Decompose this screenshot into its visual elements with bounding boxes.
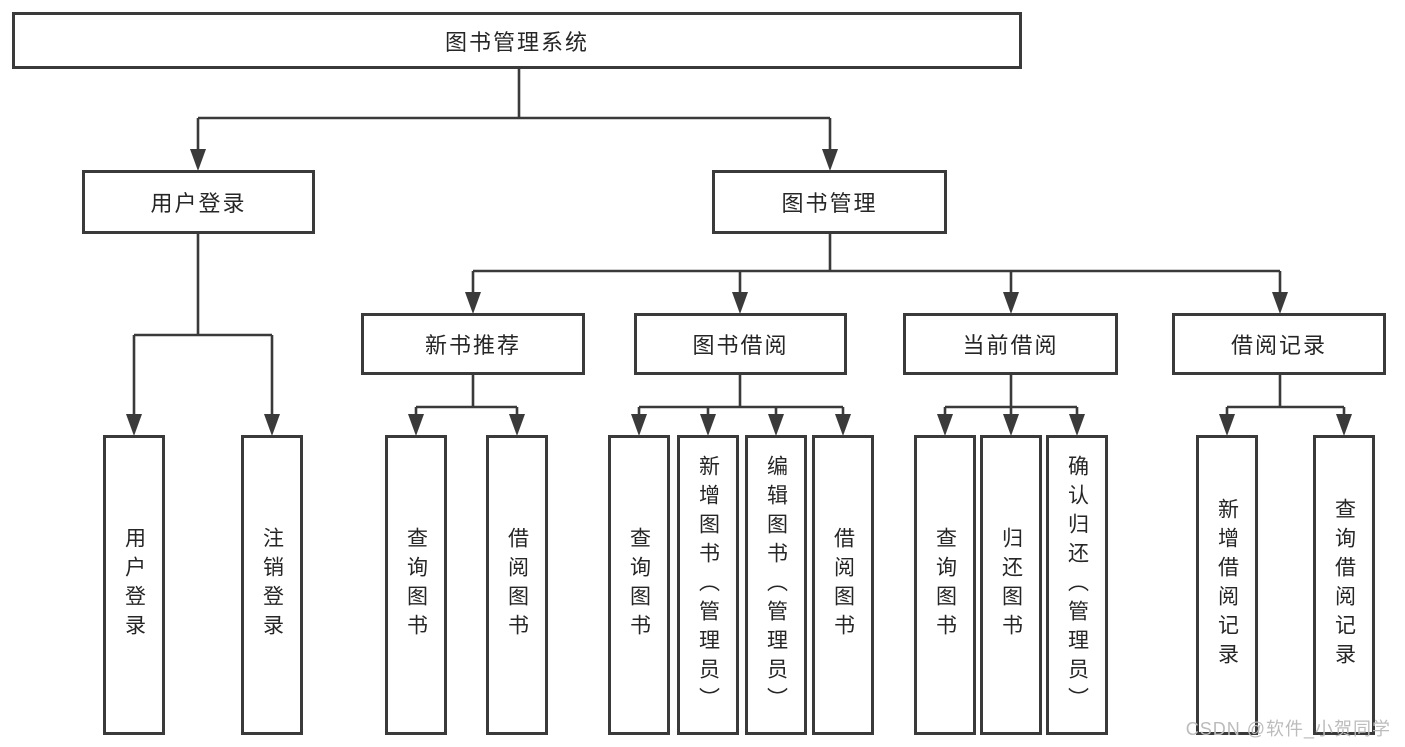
- node-new-book-recommend: 新书推荐: [361, 313, 585, 375]
- node-bb-edit-book-admin: 编辑图书（管理员）: [745, 435, 807, 735]
- node-user-login-label: 用户登录: [150, 191, 247, 216]
- node-cb-query-books-label: 查询图书: [933, 527, 957, 643]
- connector-user-login-branch: [132, 234, 274, 414]
- node-new-book-recommend-label: 新书推荐: [424, 333, 521, 358]
- arrowhead-down: [835, 414, 851, 436]
- arrowhead-down: [1003, 292, 1019, 314]
- node-br-add-record: 新增借阅记录: [1196, 435, 1258, 735]
- arrowhead-down: [264, 414, 280, 436]
- node-book-management-label: 图书管理: [781, 191, 878, 216]
- connector-root-branch: [196, 68, 832, 150]
- arrowhead-down: [509, 414, 525, 436]
- node-user-login: 用户登录: [82, 170, 315, 234]
- node-cb-confirm-return-admin: 确认归还（管理员）: [1046, 435, 1108, 735]
- arrowhead-down: [937, 414, 953, 436]
- node-bb-query-books-label: 查询图书: [627, 527, 651, 643]
- node-cb-confirm-return-admin-label: 确认归还（管理员）: [1065, 454, 1089, 716]
- connector-borrow-records-branch: [1225, 375, 1346, 414]
- arrowhead-down: [768, 414, 784, 436]
- arrowhead-down: [700, 414, 716, 436]
- node-borrow-records-label: 借阅记录: [1230, 333, 1327, 358]
- node-bb-edit-book-admin-label: 编辑图书（管理员）: [764, 454, 788, 716]
- node-user-login-leaf-label: 用户登录: [122, 527, 146, 643]
- connector-book-borrow-branch: [637, 375, 845, 414]
- node-root: 图书管理系统: [12, 12, 1022, 69]
- node-cb-return-book-label: 归还图书: [999, 527, 1023, 643]
- arrowhead-down: [631, 414, 647, 436]
- node-br-query-record: 查询借阅记录: [1313, 435, 1375, 735]
- node-br-query-record-label: 查询借阅记录: [1332, 498, 1356, 672]
- node-book-borrow: 图书借阅: [634, 313, 847, 375]
- node-cb-return-book: 归还图书: [980, 435, 1042, 735]
- arrowhead-down: [465, 292, 481, 314]
- node-root-label: 图书管理系统: [444, 29, 589, 55]
- node-bb-borrow-books: 借阅图书: [812, 435, 874, 735]
- node-current-borrow: 当前借阅: [903, 313, 1118, 375]
- node-nbr-query-books-label: 查询图书: [404, 527, 428, 643]
- node-book-management: 图书管理: [712, 170, 947, 234]
- node-cb-query-books: 查询图书: [914, 435, 976, 735]
- connector-new-book-recommend-branch: [414, 375, 519, 414]
- node-bb-add-book-admin: 新增图书（管理员）: [677, 435, 739, 735]
- arrowhead-down: [1336, 414, 1352, 436]
- arrowhead-down: [732, 292, 748, 314]
- node-logout-leaf-label: 注销登录: [260, 527, 284, 643]
- node-nbr-borrow-books-label: 借阅图书: [505, 527, 529, 643]
- arrowhead-down: [1272, 292, 1288, 314]
- arrowhead-down: [190, 149, 206, 171]
- node-br-add-record-label: 新增借阅记录: [1215, 498, 1239, 672]
- arrowhead-down: [1069, 414, 1085, 436]
- node-borrow-records: 借阅记录: [1172, 313, 1386, 375]
- node-current-borrow-label: 当前借阅: [962, 333, 1059, 358]
- arrowhead-down: [822, 149, 838, 171]
- arrowhead-down: [1003, 414, 1019, 436]
- node-user-login-leaf: 用户登录: [103, 435, 165, 735]
- node-book-borrow-label: 图书借阅: [692, 333, 789, 358]
- connector-current-borrow-branch: [943, 375, 1079, 414]
- node-bb-query-books: 查询图书: [608, 435, 670, 735]
- node-nbr-borrow-books: 借阅图书: [486, 435, 548, 735]
- arrowhead-down: [1219, 414, 1235, 436]
- node-logout-leaf: 注销登录: [241, 435, 303, 735]
- node-bb-borrow-books-label: 借阅图书: [831, 527, 855, 643]
- node-nbr-query-books: 查询图书: [385, 435, 447, 735]
- arrowhead-down: [408, 414, 424, 436]
- arrowhead-down: [126, 414, 142, 436]
- node-bb-add-book-admin-label: 新增图书（管理员）: [696, 454, 720, 716]
- connector-book-management-branch: [471, 234, 1282, 292]
- watermark: CSDN @软件_小贺同学: [1185, 719, 1391, 739]
